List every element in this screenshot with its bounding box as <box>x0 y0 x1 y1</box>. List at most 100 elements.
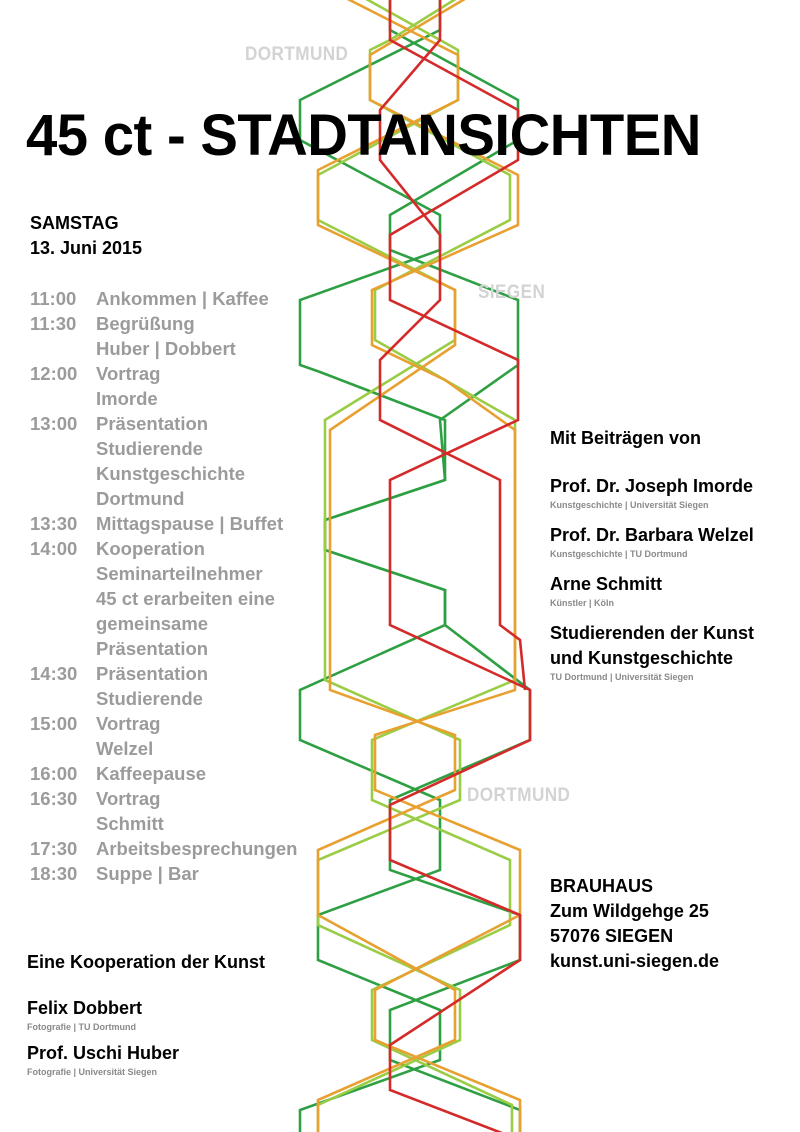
schedule-row: Seminarteilnehmer <box>30 561 330 586</box>
red-line-right <box>378 0 527 691</box>
schedule-time <box>30 386 96 411</box>
contributors-section: Mit Beiträgen von Prof. Dr. Joseph Imord… <box>550 426 795 683</box>
schedule-time <box>30 686 96 711</box>
schedule-description: Mittagspause | Buffet <box>96 513 284 534</box>
schedule-time <box>30 336 96 361</box>
schedule-description: Begrüßung <box>96 313 195 334</box>
schedule-time: 14:30 <box>30 663 78 684</box>
schedule-description: Kunstgeschichte <box>96 463 246 484</box>
cooperation-person-affiliation: Fotografie | TU Dortmund <box>27 1022 137 1032</box>
schedule-time: 17:30 <box>30 838 78 859</box>
schedule-time <box>30 561 96 586</box>
red-line-left <box>388 0 532 1132</box>
schedule-row: 13:30 Mittagspause | Buffet <box>30 511 330 536</box>
schedule-row: Welzel <box>30 736 330 761</box>
schedule-description: Vortrag <box>96 713 161 734</box>
schedule-row: 17:30 Arbeitsbesprechungen <box>30 836 330 861</box>
schedule-description: Dortmund <box>96 488 185 509</box>
contributor-item: Prof. Dr. Barbara Welzel Kunstgeschichte… <box>550 523 795 560</box>
schedule-row: gemeinsame <box>30 611 330 636</box>
schedule-description: Studierende <box>96 688 203 709</box>
schedule-description: gemeinsame <box>96 613 209 634</box>
schedule-description: Seminarteilnehmer <box>96 563 263 584</box>
city-label-dortmund: DORTMUND <box>245 44 349 65</box>
schedule-row: 12:00 Vortrag <box>30 361 330 386</box>
schedule-time: 18:30 <box>30 863 78 884</box>
schedule-description: Präsentation <box>96 663 209 684</box>
students-line-2: und Kunstgeschichte <box>550 648 734 668</box>
cooperation-person: Prof. Uschi Huber Fotografie | Universit… <box>27 1041 327 1078</box>
contributor-item-students: Studierenden der Kunst und Kunstgeschich… <box>550 621 795 683</box>
cooperation-section: Eine Kooperation der Kunst Felix Dobbert… <box>27 950 327 1078</box>
schedule-time: 14:00 <box>30 538 78 559</box>
schedule-row: Huber | Dobbert <box>30 336 330 361</box>
venue-block: BRAUHAUS Zum Wildgehge 25 57076 SIEGEN k… <box>550 874 795 974</box>
contributors-heading: Mit Beiträgen von <box>550 428 702 448</box>
schedule-row: Kunstgeschichte <box>30 461 330 486</box>
schedule-row: 11:00 Ankommen | Kaffee <box>30 286 330 311</box>
schedule-time <box>30 811 96 836</box>
schedule-description: 45 ct erarbeiten eine <box>96 588 275 609</box>
schedule-description: Vortrag <box>96 788 161 809</box>
orange-line-right <box>316 0 460 1132</box>
schedule-description: Imorde <box>96 388 158 409</box>
schedule-description: Huber | Dobbert <box>96 338 236 359</box>
event-date: SAMSTAG 13. Juni 2015 <box>30 211 142 261</box>
students-line-1: Studierenden der Kunst <box>550 623 755 643</box>
schedule-time: 16:30 <box>30 788 78 809</box>
cooperation-heading: Eine Kooperation der Kunst <box>27 952 266 972</box>
schedule-time: 15:00 <box>30 713 78 734</box>
contributor-name: Prof. Dr. Joseph Imorde <box>550 476 754 496</box>
schedule-row: 15:00 Vortrag <box>30 711 330 736</box>
schedule-row: 45 ct erarbeiten eine <box>30 586 330 611</box>
cooperation-person: Felix Dobbert Fotografie | TU Dortmund <box>27 996 327 1033</box>
schedule-row: Schmitt <box>30 811 330 836</box>
green-line-right <box>323 0 532 1132</box>
event-day: SAMSTAG <box>30 213 119 233</box>
contributor-name: Arne Schmitt <box>550 574 663 594</box>
schedule-time <box>30 611 96 636</box>
schedule-time <box>30 486 96 511</box>
contributor-affiliation: Künstler | Köln <box>550 598 615 608</box>
schedule-row: Präsentation <box>30 636 330 661</box>
schedule-description: Vortrag <box>96 363 161 384</box>
schedule-row: 16:30 Vortrag <box>30 786 330 811</box>
schedule-time: 12:00 <box>30 363 78 384</box>
venue-name: BRAUHAUS <box>550 876 653 896</box>
schedule-row: Imorde <box>30 386 330 411</box>
schedule-time <box>30 736 96 761</box>
contributor-item: Arne Schmitt Künstler | Köln <box>550 572 795 609</box>
schedule-time <box>30 586 96 611</box>
orange-line-left <box>368 0 522 1132</box>
schedule-time: 11:00 <box>30 288 77 309</box>
schedule-row: Dortmund <box>30 486 330 511</box>
event-date-text: 13. Juni 2015 <box>30 238 143 258</box>
schedule-time: 13:30 <box>30 513 78 534</box>
cooperation-person-name: Prof. Uschi Huber <box>27 1043 180 1063</box>
schedule-time: 11:30 <box>30 313 77 334</box>
contributor-affiliation: Kunstgeschichte | Universität Siegen <box>550 500 709 510</box>
schedule-row: Studierende <box>30 436 330 461</box>
venue-street: Zum Wildgehge 25 <box>550 901 709 921</box>
students-affiliation: TU Dortmund | Universität Siegen <box>550 672 694 682</box>
contributor-item: Prof. Dr. Joseph Imorde Kunstgeschichte … <box>550 474 795 511</box>
schedule-description: Schmitt <box>96 813 164 834</box>
schedule-description: Studierende <box>96 438 203 459</box>
page-title: 45 ct - STADTANSICHTEN <box>26 103 701 168</box>
venue-city: 57076 SIEGEN <box>550 926 674 946</box>
schedule-time: 16:00 <box>30 763 78 784</box>
light-green-line-right <box>368 0 517 1132</box>
venue-website-link[interactable]: kunst.uni-siegen.de <box>550 951 720 971</box>
contributor-name: Prof. Dr. Barbara Welzel <box>550 525 754 545</box>
schedule-row: 11:30 Begrüßung <box>30 311 330 336</box>
schedule-description: Ankommen | Kaffee <box>96 288 269 309</box>
city-label-dortmund-lower: DORTMUND <box>467 785 571 806</box>
schedule-row: Studierende <box>30 686 330 711</box>
schedule-row: 14:30 Präsentation <box>30 661 330 686</box>
schedule-description: Arbeitsbesprechungen <box>96 838 298 859</box>
